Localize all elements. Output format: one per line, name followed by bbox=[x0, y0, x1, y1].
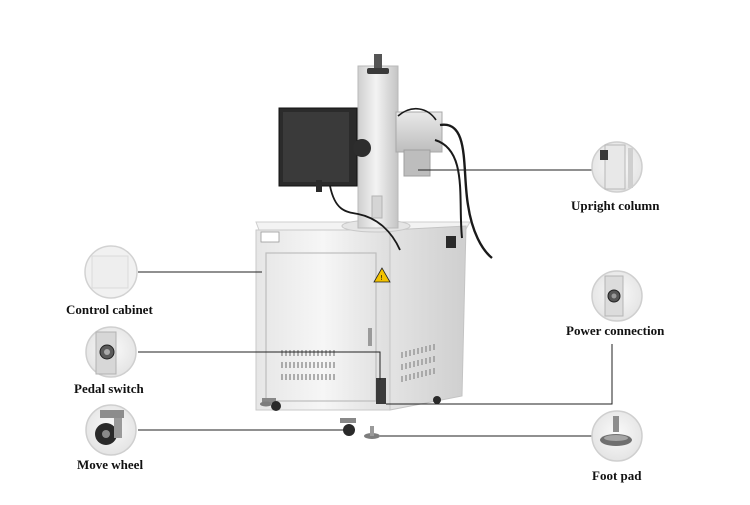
power-socket-detail-icon bbox=[591, 270, 643, 322]
leveling-feet bbox=[260, 401, 380, 439]
label-pedal-switch: Pedal switch bbox=[74, 381, 144, 396]
front-vents bbox=[281, 350, 335, 380]
leveling-foot-detail-icon bbox=[591, 410, 643, 462]
cable-head-down bbox=[434, 139, 463, 239]
side-vents bbox=[401, 344, 435, 382]
caster-wheel-detail-icon bbox=[85, 404, 137, 456]
cable-monitor bbox=[329, 185, 401, 251]
machine: ! bbox=[255, 54, 493, 439]
socket-panel bbox=[376, 378, 386, 404]
svg-text:!: ! bbox=[380, 274, 383, 282]
laser-head bbox=[395, 111, 443, 153]
cabinet-side bbox=[389, 225, 467, 411]
laser-warning-icon bbox=[373, 267, 391, 283]
cabinet-front bbox=[255, 229, 391, 411]
cable-column bbox=[397, 108, 437, 121]
casters bbox=[262, 396, 441, 436]
lift-knob bbox=[374, 54, 382, 68]
cabinet-surface-detail-icon bbox=[84, 245, 138, 299]
leader-power-connection bbox=[386, 344, 613, 405]
cable-head-right bbox=[439, 123, 493, 259]
power-switch bbox=[446, 236, 456, 248]
ce-label bbox=[260, 231, 280, 243]
upright-column-detail-icon bbox=[591, 141, 643, 193]
cabinet-door bbox=[265, 252, 377, 402]
label-upright-column: Upright column bbox=[571, 198, 660, 213]
label-foot-pad: Foot pad bbox=[592, 468, 642, 483]
door-handle bbox=[368, 328, 372, 346]
label-control-cabinet: Control cabinet bbox=[66, 302, 153, 317]
leader-lines bbox=[138, 169, 613, 437]
label-power-connection: Power connection bbox=[566, 323, 665, 338]
label-move-wheel: Move wheel bbox=[77, 457, 144, 472]
pedal-socket-detail-icon bbox=[85, 326, 137, 378]
leader-pedal-switch bbox=[138, 351, 381, 380]
